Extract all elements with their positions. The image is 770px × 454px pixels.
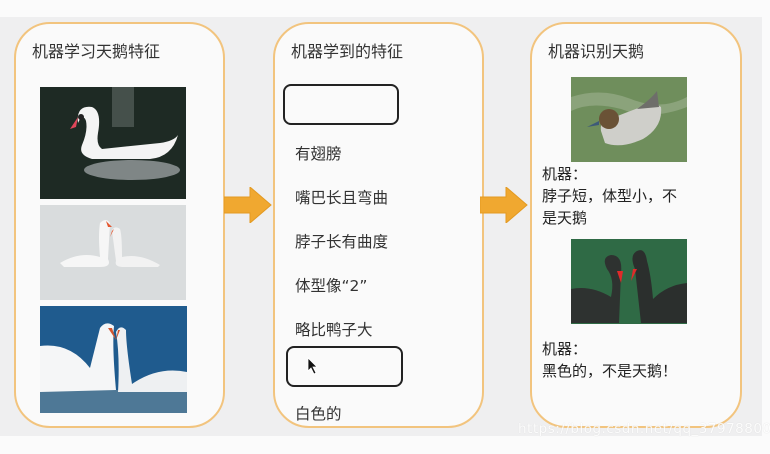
duck-photo [571,77,687,162]
right-arrow-icon [224,187,272,223]
black-swan-photo [571,239,687,324]
swan-photo [40,87,186,199]
panel-title: 机器学到的特征 [291,42,404,61]
swan-pair-photo [40,205,186,300]
feature-item: 有翅膀 [295,145,342,163]
feature-item: 脖子长有曲度 [295,233,389,251]
result-speaker: 机器： [542,165,588,183]
result-text-duck: 机器： 脖子短，体型小，不 是天鹅 [542,163,732,229]
panel-learn-features: 机器学习天鹅特征 [14,22,225,428]
result-verdict: 是天鹅 [542,209,588,227]
panel-title: 机器识别天鹅 [548,42,645,61]
result-speaker: 机器： [542,340,588,358]
panel-title: 机器学习天鹅特征 [32,42,161,61]
feature-blank-box [283,84,399,125]
swan-pair-blue-photo [40,306,187,413]
mouse-cursor-icon [307,357,318,375]
feature-item: 体型像“2” [295,277,368,295]
right-arrow-icon [480,187,528,223]
panel-learned-features: 机器学到的特征 有翅膀 嘴巴长且弯曲 脖子长有曲度 体型像“2” 略比鸭子大 白… [273,22,484,428]
panel-recognize-swan: 机器识别天鹅 机器： 脖子短，体型小，不 是天鹅 机器： 黑色的，不是天鹅！ [530,22,742,428]
result-verdict: 黑色的，不是天鹅！ [542,362,678,380]
feature-item: 嘴巴长且弯曲 [295,189,389,207]
result-text-black-swan: 机器： 黑色的，不是天鹅！ [542,338,732,382]
feature-blank-box [286,346,403,387]
feature-item: 白色的 [295,405,342,423]
feature-item: 略比鸭子大 [295,321,373,339]
watermark: https://blog.csdn.net/qq_37978800 [518,421,770,437]
result-verdict: 脖子短，体型小，不 [542,187,678,205]
